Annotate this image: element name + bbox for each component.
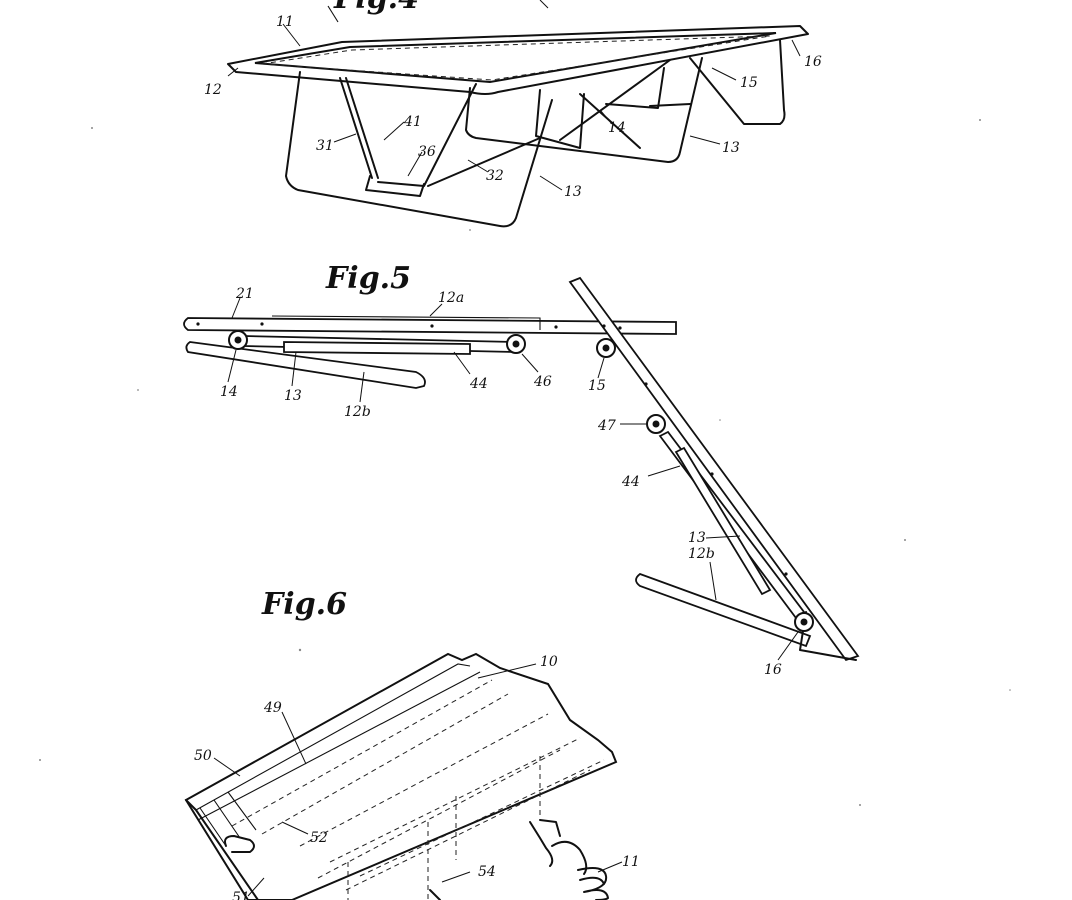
figure-5: Fig.5	[183, 261, 860, 678]
fig5-label-12a: 12a	[438, 290, 464, 306]
fig4-label-41: 41	[403, 114, 422, 130]
fig5-label-44: 44	[469, 376, 488, 392]
fig4-label-32: 32	[486, 168, 504, 184]
fig4-label-14: 14	[608, 120, 626, 136]
fig6-label-11: 11	[622, 854, 640, 870]
fig4-label-36: 36	[418, 144, 436, 160]
fig5-label-13b: 13	[688, 530, 706, 546]
fig5-label-12b2: 12b	[688, 546, 715, 562]
fig5-label-21: 21	[235, 286, 254, 302]
fig4-label-31: 31	[316, 138, 334, 154]
fig4-label-13a: 13	[722, 140, 740, 156]
fig5-label-14: 14	[220, 384, 238, 400]
fig4-title: Fig.4	[333, 0, 419, 16]
fig6-label-49: 49	[263, 700, 282, 716]
fig5-label-12b: 12b	[344, 404, 371, 420]
scan-noise	[39, 119, 1011, 806]
fig5-label-44b: 44	[621, 474, 640, 490]
fig6-label-10: 10	[540, 654, 558, 670]
fig6-label-54: 54	[478, 864, 496, 880]
fig4-label-15: 15	[740, 75, 758, 91]
trampoline-frame-drawing	[227, 0, 809, 228]
fig4-label-12: 12	[204, 82, 222, 98]
folding-frame-drawing	[183, 276, 860, 662]
figure-4: Fig.4	[204, 0, 822, 228]
fig6-label-52: 52	[310, 830, 328, 846]
fig5-label-46: 46	[533, 374, 552, 390]
figure-6: Fig.6	[184, 587, 640, 900]
fig5-label-13: 13	[284, 388, 302, 404]
fig5-label-47: 47	[597, 418, 616, 434]
fig4-label-13b: 13	[564, 184, 582, 200]
fig5-title: Fig.5	[325, 261, 411, 296]
fig6-label-51: 51	[232, 890, 250, 900]
fig6-title: Fig.6	[261, 587, 347, 622]
fig5-label-15: 15	[588, 378, 606, 394]
fig4-label-11: 11	[276, 14, 294, 30]
fig5-label-16: 16	[764, 662, 782, 678]
fig4-label-16: 16	[804, 54, 822, 70]
fig6-label-50: 50	[194, 748, 212, 764]
bed-edge-drawing	[184, 652, 623, 900]
